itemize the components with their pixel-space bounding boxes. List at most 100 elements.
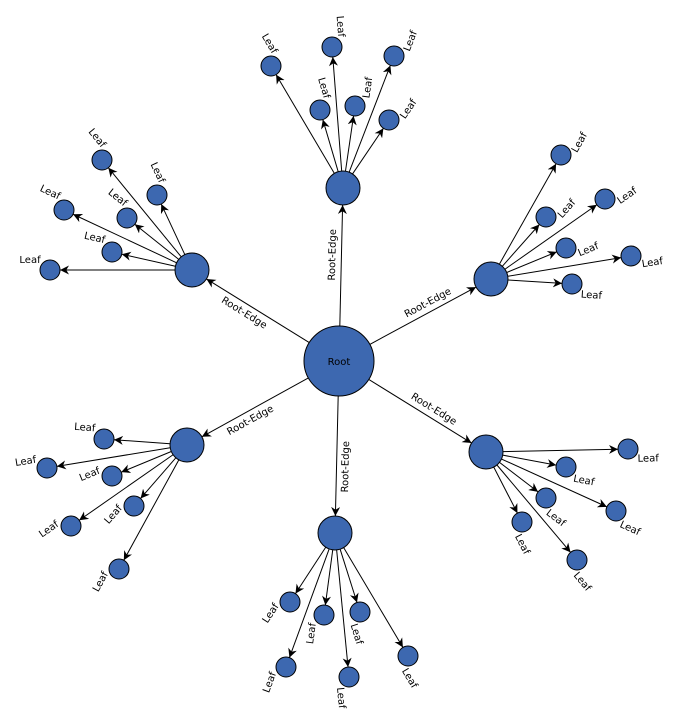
leaf-label: Leaf — [83, 231, 107, 246]
leaf-node[interactable] — [36, 457, 58, 479]
nodes-layer — [36, 36, 642, 688]
leaf-node[interactable] — [550, 144, 572, 166]
leaf-label: Leaf — [305, 622, 319, 645]
leaf-label: Leaf — [618, 519, 642, 538]
leaf-node[interactable] — [605, 500, 627, 522]
hub-node-upper-left[interactable] — [174, 252, 210, 288]
root-edge-label: Root-Edge — [327, 229, 339, 281]
leaf-edge — [134, 223, 180, 260]
leaf-edge — [507, 278, 563, 288]
leaf-label: Leaf — [361, 76, 375, 99]
leaf-node[interactable] — [617, 438, 639, 460]
leaf-node[interactable] — [91, 149, 113, 171]
leaf-edge — [275, 74, 335, 174]
leaf-node[interactable] — [321, 36, 343, 58]
leaf-edge — [140, 457, 177, 499]
leaf-node[interactable] — [535, 487, 557, 509]
leaf-node[interactable] — [594, 188, 616, 210]
leaf-edge — [506, 251, 557, 273]
leaf-node[interactable] — [313, 604, 335, 626]
leaf-node[interactable] — [146, 184, 168, 206]
leaf-label: Leaf — [572, 474, 595, 489]
leaf-edge — [78, 454, 174, 521]
leaf-node[interactable] — [260, 55, 282, 77]
leaf-label: Leaf — [38, 183, 62, 202]
leaf-node[interactable] — [349, 601, 371, 623]
leaf-label: Leaf — [78, 466, 102, 484]
leaf-node[interactable] — [378, 109, 400, 131]
root-edge-lower-right — [368, 378, 472, 444]
leaf-node[interactable] — [93, 428, 115, 450]
leaf-edge — [107, 167, 182, 258]
leaf-edge — [121, 251, 176, 267]
leaf-label: Leaf — [91, 570, 111, 594]
leaf-node[interactable] — [101, 465, 123, 487]
leaf-label: Leaf — [334, 687, 347, 710]
leaf-label: Leaf — [37, 519, 61, 540]
edges-layer — [56, 56, 622, 668]
leaf-node[interactable] — [101, 241, 123, 263]
leaf-label: Leaf — [86, 127, 108, 151]
leaf-edge — [160, 203, 186, 255]
leaf-edge — [498, 163, 557, 265]
leaf-label: Leaf — [103, 503, 126, 527]
leaf-node[interactable] — [566, 549, 588, 571]
leaf-label: Leaf — [577, 241, 601, 259]
leaf-node[interactable] — [39, 259, 61, 281]
leaf-label: Leaf — [261, 670, 279, 694]
leaf-edge — [295, 546, 327, 594]
leaf-label: Leaf — [261, 601, 282, 625]
leaf-node[interactable] — [555, 456, 577, 478]
leaf-node[interactable] — [123, 495, 145, 517]
leaf-node[interactable] — [397, 645, 419, 667]
leaf-edge — [352, 128, 384, 175]
leaf-label: Leaf — [544, 508, 568, 530]
leaf-node[interactable] — [116, 207, 138, 229]
hub-node-lower-right[interactable] — [468, 434, 504, 470]
leaf-label: Leaf — [402, 29, 420, 53]
hub-node-lower-left[interactable] — [169, 427, 205, 463]
leaf-label: Leaf — [259, 32, 279, 56]
leaf-edge — [328, 56, 343, 172]
leaf-label: Leaf — [74, 422, 96, 435]
leaf-label: Leaf — [398, 97, 419, 121]
root-edge-label: Root-Edge — [409, 391, 459, 427]
leaf-edge — [343, 547, 404, 648]
leaf-node[interactable] — [53, 199, 75, 221]
hub-node-bottom[interactable] — [317, 515, 353, 551]
leaf-node[interactable] — [309, 99, 331, 121]
leaf-edge — [504, 204, 598, 270]
leaf-node[interactable] — [555, 237, 577, 259]
root-edge-bottom — [331, 395, 341, 517]
leaf-label: Leaf — [106, 187, 130, 209]
leaf-label: Leaf — [334, 15, 347, 37]
leaf-node[interactable] — [60, 515, 82, 537]
root-edge-label: Root-Edge — [340, 441, 352, 493]
leaf-node[interactable] — [383, 45, 405, 67]
root-label: Root — [328, 357, 351, 368]
root-edge-upper-left — [206, 278, 310, 344]
leaf-edge — [496, 464, 571, 553]
hub-node-top[interactable] — [325, 170, 361, 206]
leaf-edge — [507, 254, 622, 277]
leaf-edge — [501, 224, 540, 267]
leaf-label: Leaf — [148, 161, 167, 185]
leaf-node[interactable] — [620, 245, 642, 267]
leaf-node[interactable] — [275, 656, 297, 678]
leaf-node[interactable] — [511, 511, 533, 533]
root-node[interactable] — [303, 325, 375, 397]
leaf-node[interactable] — [344, 95, 366, 117]
leaf-edge — [72, 213, 177, 264]
leaf-node[interactable] — [535, 206, 557, 228]
leaf-node[interactable] — [108, 558, 130, 580]
leaf-edge — [123, 459, 180, 561]
leaf-edge — [502, 454, 557, 468]
leaf-node[interactable] — [338, 666, 360, 688]
leaf-edge — [288, 548, 330, 658]
leaf-node[interactable] — [561, 273, 583, 295]
hub-node-right[interactable] — [473, 261, 509, 297]
leaf-node[interactable] — [279, 591, 301, 613]
root-edge-label: Root-Edge — [225, 403, 275, 438]
